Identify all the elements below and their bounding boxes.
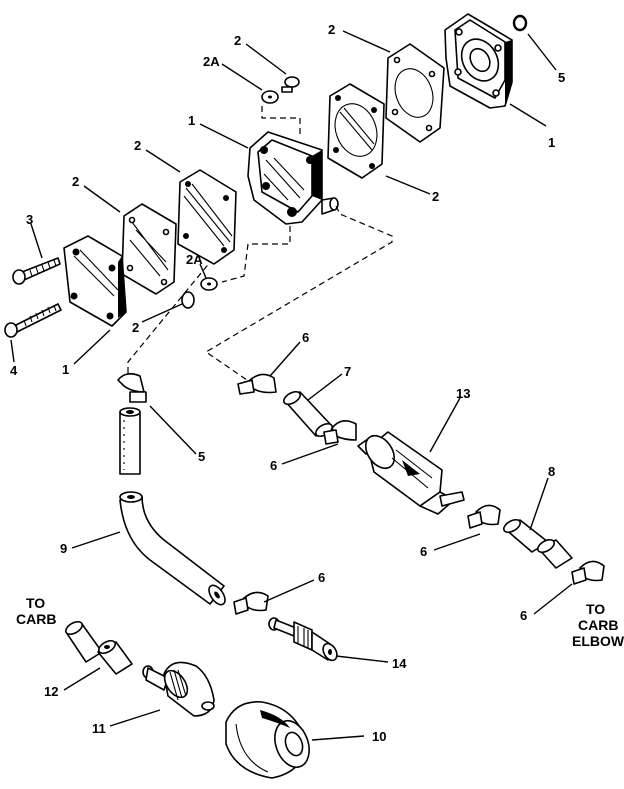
o-ring (512, 14, 528, 32)
fuel-fitting (268, 617, 338, 662)
hose-clamp-d (571, 560, 605, 585)
pump-cover-left (63, 235, 127, 327)
screw-lower (4, 303, 62, 338)
callout-3-screw: 3 (26, 212, 33, 227)
callout-5-clamp: 5 (198, 449, 205, 464)
washer-mid-hole (207, 282, 211, 286)
primer-valve (142, 661, 215, 717)
callout-1-left-cover: 1 (62, 362, 69, 377)
hidden-line-left (221, 226, 291, 283)
to-carb-label: TO CARB (16, 595, 56, 627)
long-hose-curved (119, 491, 226, 606)
diaphragm-mid (177, 169, 237, 265)
short-hose-7 (283, 390, 333, 438)
callout-4-screw: 4 (10, 363, 18, 378)
washer-top-hole (268, 95, 272, 99)
hose-clamp-b (323, 420, 357, 445)
callout-2-mid-diaphragm: 2 (134, 138, 141, 153)
callout-13-filter: 13 (456, 386, 470, 401)
callout-14-fitting: 14 (392, 656, 407, 671)
hose-clamp-e (233, 591, 269, 615)
inline-fuel-filter (357, 431, 465, 515)
to-elbow-line-2: CARB (578, 617, 618, 633)
short-hose-8 (503, 518, 573, 569)
to-carb-line-1: TO (26, 595, 45, 611)
callout-2-mid-valve: 2 (132, 320, 139, 335)
callout-2a-top: 2A (203, 54, 220, 69)
callout-2-mid-gasket: 2 (72, 174, 79, 189)
callout-9-hose: 9 (60, 541, 67, 556)
to-carb-line-2: CARB (16, 611, 56, 627)
callout-2-top-valve: 2 (234, 33, 241, 48)
hose-clamp-upper (117, 372, 147, 403)
gasket-top-upper (385, 43, 445, 143)
hose-clamp-c (467, 504, 501, 529)
callout-5-top: 5 (558, 70, 565, 85)
callout-7-hose: 7 (344, 364, 351, 379)
to-carb-elbow-label: TO CARB ELBOW (572, 601, 624, 649)
callout-12-hose: 12 (44, 684, 58, 699)
diaphragm-top (327, 83, 385, 179)
pump-cover-top-right (444, 13, 513, 109)
short-hose-12 (65, 620, 133, 675)
callout-1-pump-body: 1 (188, 113, 195, 128)
callout-6-clamp-a: 6 (302, 330, 309, 345)
hidden-line-down (127, 249, 221, 374)
hidden-line-top (261, 106, 301, 134)
callout-6-clamp-e: 6 (318, 570, 325, 585)
to-elbow-line-3: ELBOW (572, 633, 624, 649)
short-hose-vertical (119, 407, 141, 475)
gasket-mid (121, 203, 177, 295)
leader-lines (10, 30, 573, 741)
check-valve-mid (181, 291, 195, 309)
callout-6-clamp-c: 6 (420, 544, 427, 559)
callout-numbers: 2 2A 2 5 1 1 2 2 2 3 2A 2 1 4 6 7 13 5 6… (10, 22, 565, 744)
callout-2-top-diaphragm: 2 (432, 189, 439, 204)
callout-2-top-gasket: 2 (328, 22, 335, 37)
hose-clamp-a (237, 373, 277, 395)
callout-6-clamp-d: 6 (520, 608, 527, 623)
callout-11-valve: 11 (92, 721, 106, 736)
callout-1-top-cover: 1 (548, 135, 555, 150)
callout-2a-mid: 2A (186, 252, 203, 267)
check-valve-top (281, 76, 300, 93)
primer-bulb (225, 701, 310, 779)
pump-body (247, 131, 339, 225)
callout-6-clamp-b: 6 (270, 458, 277, 473)
callout-8-hose: 8 (548, 464, 555, 479)
screw-upper (12, 257, 61, 285)
to-elbow-line-1: TO (586, 601, 605, 617)
callout-10-bulb: 10 (372, 729, 386, 744)
